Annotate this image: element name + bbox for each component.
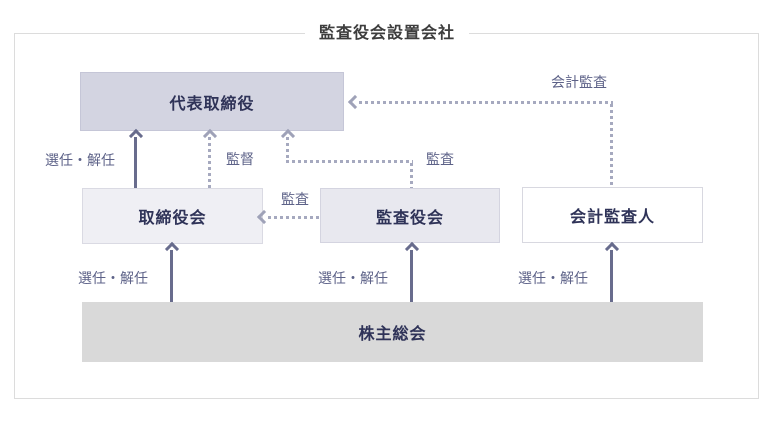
box-board-of-auditors-label: 監査役会 — [375, 209, 444, 227]
edge-label-appoint-auditors: 選任・解任 — [318, 270, 388, 286]
box-board-of-directors-label: 取締役会 — [138, 210, 207, 227]
box-shareholders-meeting-label: 株主総会 — [358, 326, 427, 343]
box-representative-director-label: 代表取締役 — [169, 95, 255, 113]
edge-label-audit-board: 監査 — [281, 191, 309, 207]
edge-label-audit-representative: 監査 — [426, 151, 454, 167]
box-shareholders-meeting: 株主総会 — [82, 302, 703, 362]
box-accounting-auditor: 会計監査人 — [522, 187, 703, 243]
edge-label-appoint-representative: 選任・解任 — [45, 152, 115, 168]
box-board-of-directors: 取締役会 — [82, 188, 263, 244]
box-accounting-auditor-label: 会計監査人 — [569, 209, 655, 226]
box-representative-director: 代表取締役 — [80, 72, 344, 131]
edge-label-accounting-audit: 会計監査 — [551, 74, 607, 90]
edge-label-appoint-accounting-auditor: 選任・解任 — [518, 270, 588, 286]
diagram-title: 監査役会設置会社 — [304, 24, 470, 43]
edge-label-appoint-directors: 選任・解任 — [78, 270, 148, 286]
edge-label-supervision: 監督 — [226, 151, 254, 167]
box-board-of-auditors: 監査役会 — [320, 188, 500, 243]
